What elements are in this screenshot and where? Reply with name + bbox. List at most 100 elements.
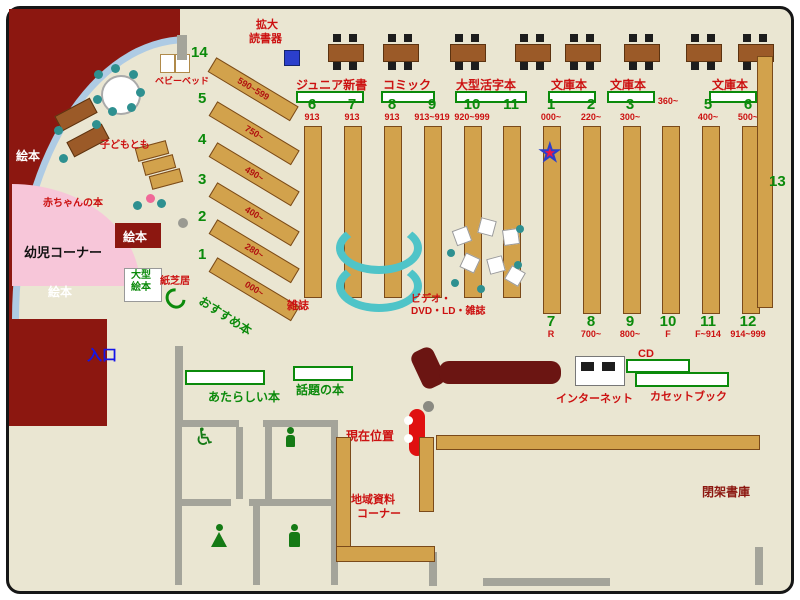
- computer-icon: [581, 362, 594, 371]
- chair-icon: [520, 62, 528, 70]
- shelf-number: 10: [659, 313, 677, 330]
- wall: [265, 427, 272, 499]
- chair-icon: [388, 62, 396, 70]
- chair-icon: [333, 34, 341, 42]
- label-video-2: DVD・LD・雑誌: [411, 306, 486, 317]
- wall: [755, 547, 763, 585]
- marker-dot: [404, 416, 413, 425]
- shelf-range: 400~: [697, 111, 719, 122]
- wall: [175, 346, 183, 423]
- chair-icon: [455, 62, 463, 70]
- bookshelf: [702, 126, 720, 314]
- magnifier-reader-icon: [284, 50, 300, 66]
- reading-table: [686, 34, 722, 70]
- shelf-number: 3: [625, 96, 635, 113]
- bookshelf: [304, 126, 322, 298]
- label-oogata-ehon: 大型絵本: [131, 270, 151, 293]
- label-current-position: 現在位置: [346, 429, 395, 443]
- label-cassette: カセットブック: [650, 391, 727, 403]
- wall: [175, 499, 231, 506]
- label-local-1: 地域資料: [351, 494, 395, 506]
- display-shelf: [607, 91, 655, 103]
- chair-icon: [536, 34, 544, 42]
- chair-icon: [586, 34, 594, 42]
- chair-dot: [94, 70, 103, 79]
- label-kakudai-2: 読書器: [249, 33, 282, 45]
- chair-icon: [536, 62, 544, 70]
- wall: [429, 552, 437, 586]
- label-comic: コミック: [383, 78, 432, 92]
- shelf-number: 11: [503, 96, 519, 113]
- shelf-range: 913~919: [414, 111, 450, 122]
- chair-icon: [404, 34, 412, 42]
- table-top: [624, 44, 660, 62]
- icon-head: [286, 427, 294, 434]
- label-entrance: 入口: [87, 347, 118, 364]
- chair-icon: [471, 62, 479, 70]
- icon-head: [215, 524, 223, 531]
- womens-toilet-icon: [210, 524, 228, 547]
- shelf-number: 6: [743, 96, 753, 113]
- chair-dot: [157, 199, 166, 208]
- chair-dot: [54, 126, 63, 135]
- wheelchair-icon: ♿: [194, 424, 216, 451]
- label-kodomo: 子どもとも: [100, 140, 150, 151]
- label-akachan-books: 赤ちゃんの本: [43, 198, 103, 209]
- icon-body: [211, 532, 227, 547]
- shelf-column-header: 360~: [648, 96, 688, 106]
- wall: [177, 35, 187, 60]
- label-kamishibai: 紙芝居: [160, 276, 190, 287]
- bookshelf: [662, 126, 680, 314]
- shelf-range: F~914: [695, 328, 721, 339]
- reading-table: [565, 34, 601, 70]
- chair-icon: [707, 62, 715, 70]
- chair-icon: [691, 62, 699, 70]
- shelf-range: 500~: [737, 111, 759, 122]
- chair-icon: [645, 34, 653, 42]
- chair-dot: [516, 225, 524, 233]
- bookshelf-13: [757, 56, 773, 308]
- label-closed-stacks: 閉架書庫: [702, 485, 751, 499]
- chair-icon: [743, 34, 751, 42]
- shelf-number: 8: [586, 313, 596, 330]
- local-corner-shelf: [336, 546, 435, 562]
- shelf-number: 6: [307, 96, 317, 113]
- mens-toilet-icon: [285, 524, 303, 547]
- chair-icon: [629, 62, 637, 70]
- label-junior-shinsho: ジュニア新書: [296, 78, 368, 92]
- label-oogata-katsuji: 大型活字本: [456, 78, 517, 92]
- table-top: [383, 44, 419, 62]
- icon-body: [285, 435, 295, 447]
- icon-head: [290, 524, 298, 531]
- shelf-number: 9: [427, 96, 437, 113]
- pillar-dot: [178, 218, 188, 228]
- shelf-number: 7: [546, 313, 556, 330]
- chair-dot: [127, 103, 136, 112]
- reading-table: [624, 34, 660, 70]
- shelf-number: 2: [198, 208, 207, 225]
- local-corner-shelf: [336, 437, 351, 562]
- chair-icon: [349, 62, 357, 70]
- reading-table: [515, 34, 551, 70]
- label-ehon: 絵本: [48, 285, 73, 299]
- chair-icon: [759, 34, 767, 42]
- shelf-range: 913: [384, 111, 400, 122]
- label-ehon: 絵本: [16, 149, 41, 163]
- shelf-range: 360~: [657, 96, 679, 106]
- wall: [253, 506, 260, 585]
- table-top: [328, 44, 364, 62]
- wall: [263, 420, 338, 427]
- label-ehon: 絵本: [123, 230, 148, 244]
- long-bookshelf: [436, 435, 760, 450]
- chair-icon: [645, 62, 653, 70]
- shelf-column-header: 11: [491, 97, 531, 113]
- display-shelf: [709, 91, 757, 103]
- bookshelf: [503, 126, 521, 298]
